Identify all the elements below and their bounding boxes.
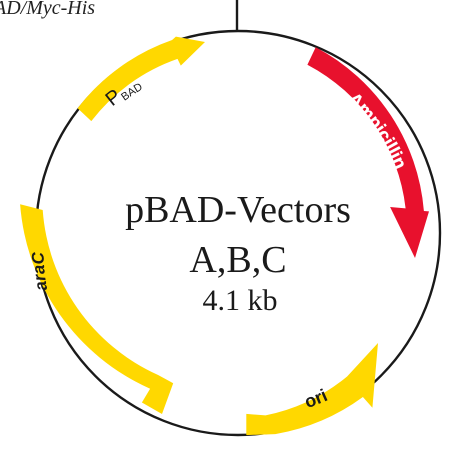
ampicillin-arrow [307,47,429,258]
vector-size: 4.1 kb [203,284,278,317]
arac-arrow [20,204,174,414]
vector-variants: A,B,C [189,239,286,281]
vector-name: pBAD-Vectors [125,189,351,231]
pbad-arrow [77,36,205,122]
top-label: AD/Myc-His [0,0,95,19]
ori-arrow [246,343,378,436]
